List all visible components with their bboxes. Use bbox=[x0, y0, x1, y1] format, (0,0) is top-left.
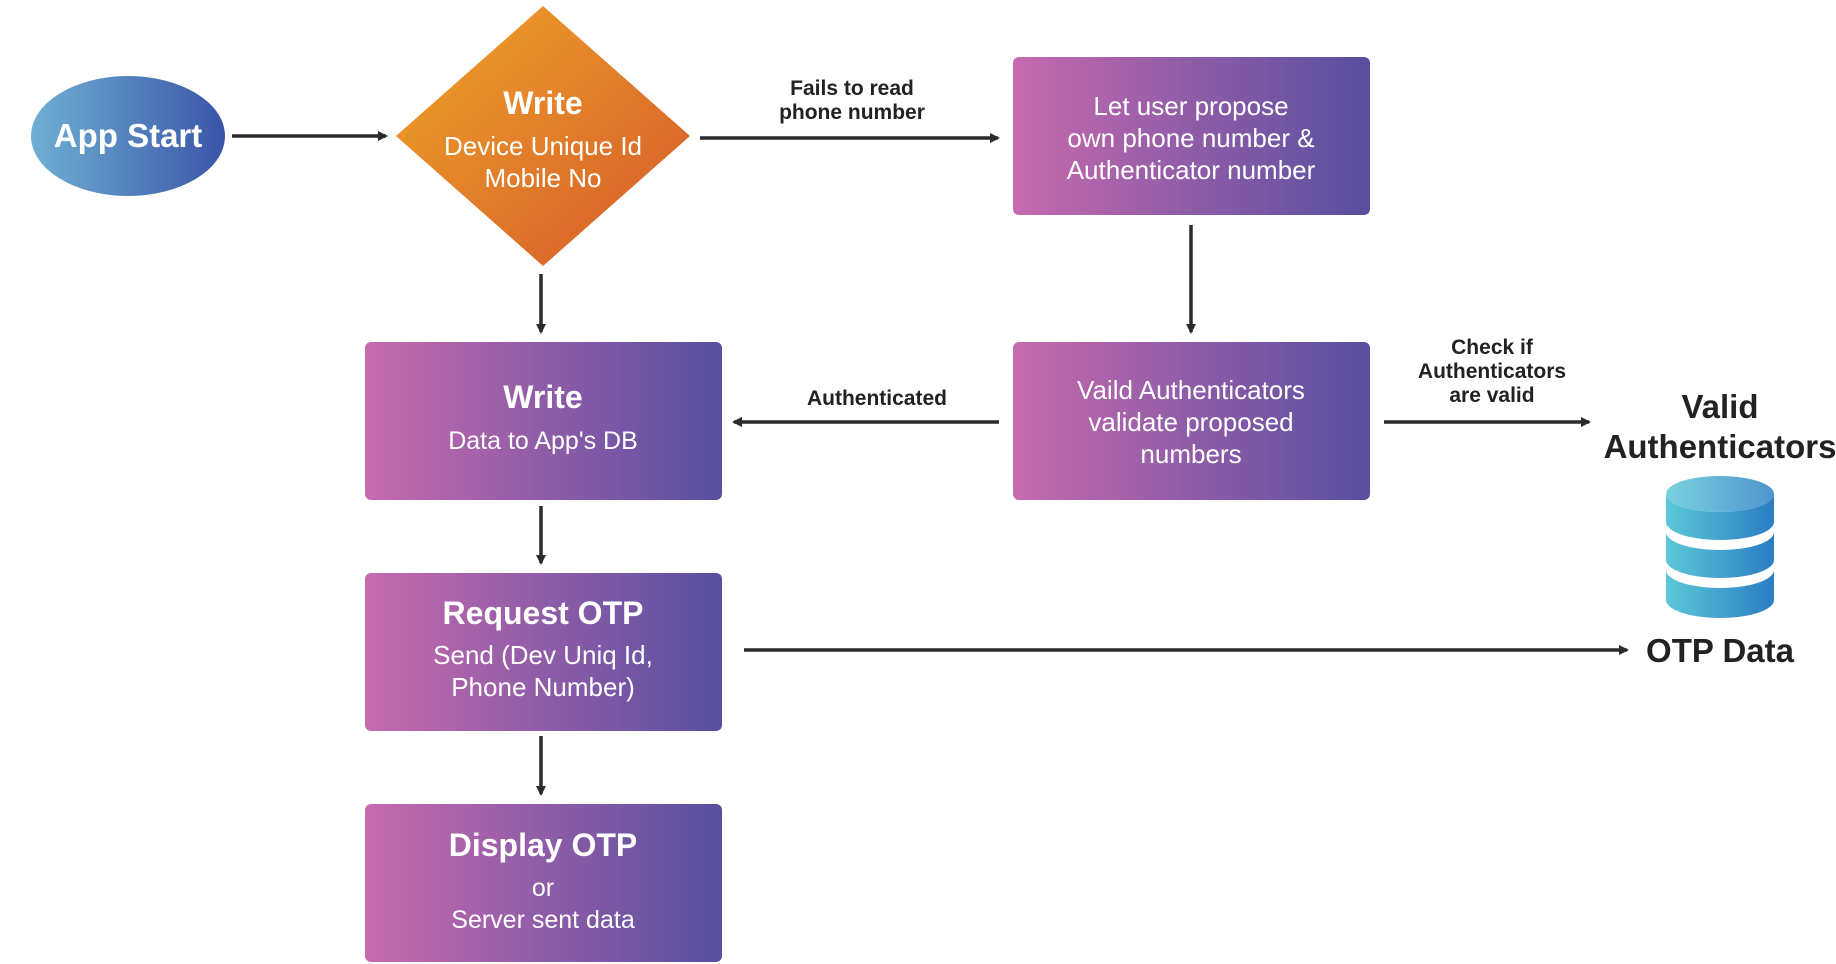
propose-line2: own phone number & bbox=[1067, 123, 1314, 153]
propose-line3: Authenticator number bbox=[1067, 155, 1316, 185]
edge-label-check-line3: are valid bbox=[1449, 384, 1534, 407]
validate-line2: validate proposed bbox=[1088, 407, 1293, 437]
write-device-title: Write bbox=[503, 85, 582, 121]
valid-authenticators-line2: Authenticators bbox=[1604, 428, 1836, 465]
write-device-node: Write Device Unique Id Mobile No bbox=[396, 6, 690, 266]
edge-label-fails-line2: phone number bbox=[779, 101, 925, 124]
request-otp-line2: Phone Number) bbox=[451, 672, 635, 702]
display-otp-line1: or bbox=[532, 874, 554, 902]
write-device-line1: Device Unique Id bbox=[444, 131, 642, 161]
display-otp-title: Display OTP bbox=[449, 827, 638, 863]
validate-node: Vaild Authenticators validate proposed n… bbox=[1013, 342, 1370, 500]
validate-line3: numbers bbox=[1140, 439, 1241, 469]
propose-node: Let user propose own phone number & Auth… bbox=[1013, 57, 1370, 215]
edge-label-check-if: Check if Authenticators are valid bbox=[1418, 336, 1566, 407]
display-otp-node: Display OTP or Server sent data bbox=[365, 804, 722, 962]
write-db-node: Write Data to App's DB bbox=[365, 342, 722, 500]
app-start-label: App Start bbox=[54, 117, 203, 154]
request-otp-line1: Send (Dev Uniq Id, bbox=[433, 640, 653, 670]
propose-line1: Let user propose bbox=[1093, 91, 1288, 121]
otp-data-label: OTP Data bbox=[1646, 632, 1795, 669]
edge-label-check-line2: Authenticators bbox=[1418, 360, 1566, 383]
request-otp-title: Request OTP bbox=[443, 595, 644, 631]
edge-label-check-line1: Check if bbox=[1451, 336, 1534, 359]
app-start-node: App Start bbox=[31, 76, 225, 196]
edge-label-fails-line1: Fails to read bbox=[790, 77, 914, 100]
arrows bbox=[232, 131, 1629, 796]
write-device-line2: Mobile No bbox=[484, 163, 601, 193]
valid-authenticators-label: Valid Authenticators bbox=[1604, 388, 1836, 465]
write-db-title: Write bbox=[503, 379, 582, 415]
request-otp-node: Request OTP Send (Dev Uniq Id, Phone Num… bbox=[365, 573, 722, 731]
valid-authenticators-line1: Valid bbox=[1681, 388, 1758, 425]
display-otp-line2: Server sent data bbox=[451, 906, 635, 934]
validate-line1: Vaild Authenticators bbox=[1077, 375, 1305, 405]
edge-label-fails-to-read: Fails to read phone number bbox=[779, 77, 925, 124]
write-db-line1: Data to App's DB bbox=[448, 427, 638, 455]
database-icon bbox=[1666, 476, 1774, 618]
edge-label-authenticated: Authenticated bbox=[807, 387, 947, 410]
